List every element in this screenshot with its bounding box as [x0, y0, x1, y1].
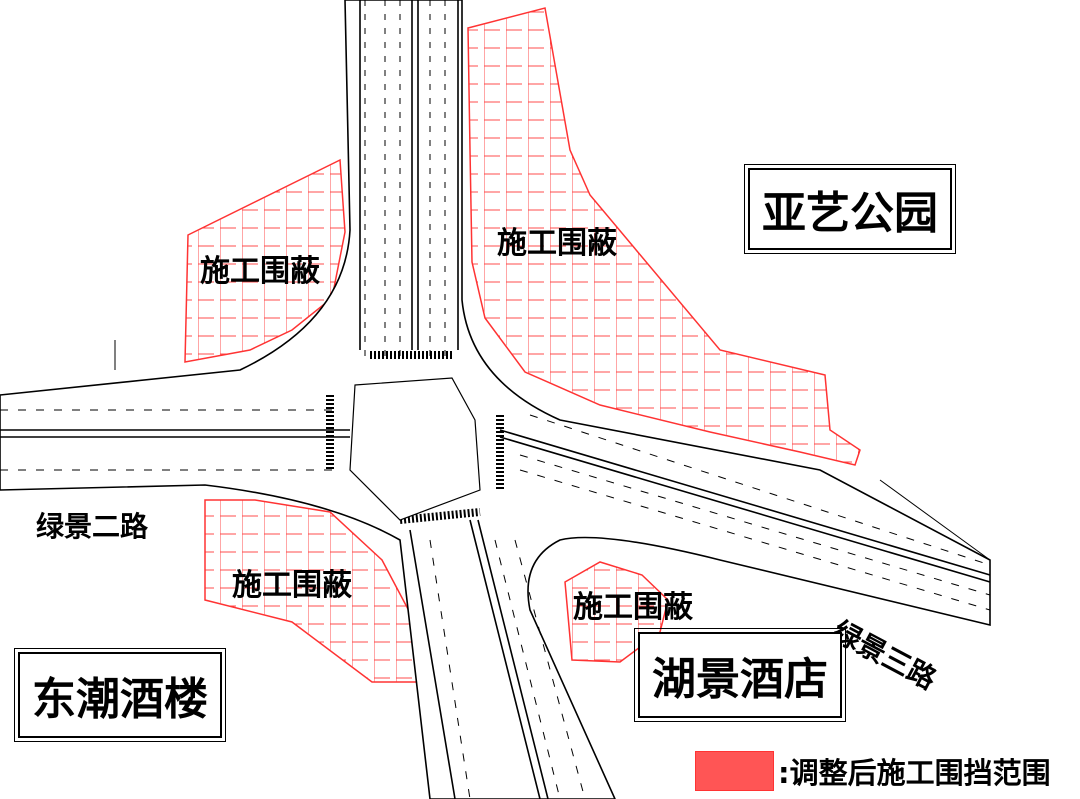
landmark-restaurant: 东潮酒楼	[14, 648, 226, 742]
road-label-west: 绿景二路	[36, 510, 149, 543]
legend-hatch-swatch	[695, 751, 774, 791]
zone-ne	[467, 7, 861, 466]
legend: :调整后施工围挡范围	[695, 750, 1051, 792]
zone-nw	[184, 158, 346, 363]
road-north	[0, 0, 991, 799]
legend-text: :调整后施工围挡范围	[778, 756, 1051, 790]
zone-label-sw: 施工围蔽	[232, 568, 352, 603]
landmark-hotel: 湖景酒店	[634, 628, 846, 722]
zone-label-se: 施工围蔽	[573, 590, 693, 625]
landmark-park: 亚艺公园	[744, 164, 956, 254]
zone-label-nw: 施工围蔽	[200, 254, 320, 289]
roads	[0, 0, 991, 799]
zone-label-ne: 施工围蔽	[497, 226, 617, 261]
